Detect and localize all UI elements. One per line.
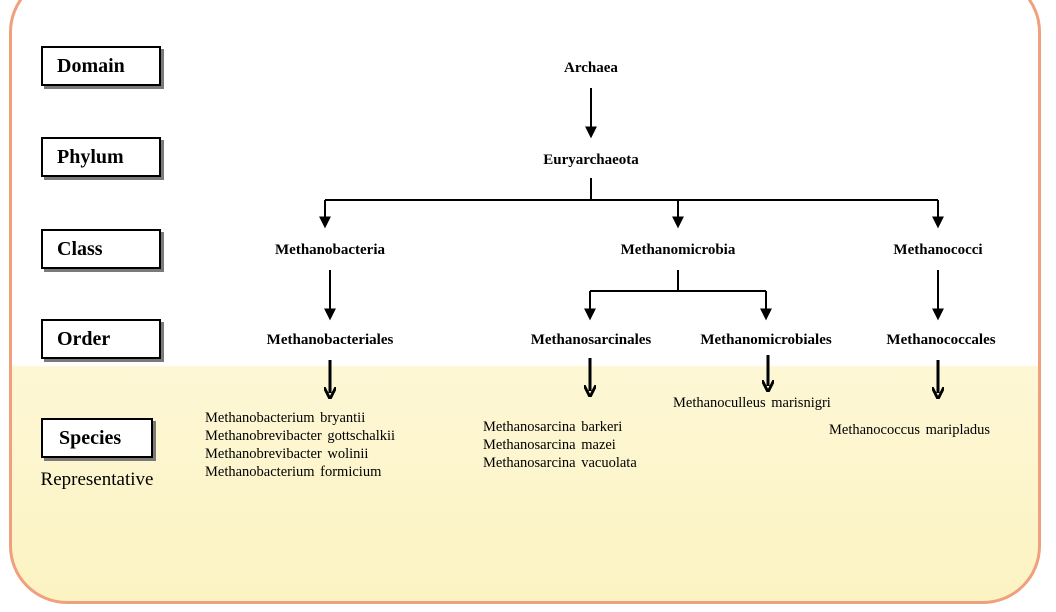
rank-class-box: Class xyxy=(41,229,161,269)
species-list-methanococcales: Methanococcus maripladus xyxy=(829,421,990,439)
rank-order-box: Order xyxy=(41,319,161,359)
species-item: Methanobrevibacter wolinii xyxy=(205,446,369,462)
species-item: Methanosarcina barkeri xyxy=(483,419,623,435)
taxon-class-methanobacteria: Methanobacteria xyxy=(275,242,385,258)
species-list-methanomicrobiales: Methanoculleus marisnigri xyxy=(673,394,831,412)
rank-species-box: Species xyxy=(41,418,153,458)
taxon-domain: Archaea xyxy=(564,60,618,76)
taxon-phylum: Euryarchaeota xyxy=(543,152,639,168)
species-list-methanosarcinales: Methanosarcina barkeri Methanosarcina ma… xyxy=(483,418,637,472)
species-item: Methanobacterium formicium xyxy=(205,464,382,480)
upper-panel xyxy=(37,0,1037,340)
species-item: Methanobrevibacter gottschalkii xyxy=(205,428,396,444)
rank-phylum-box: Phylum xyxy=(41,137,161,177)
species-item: Methanobacterium bryantii xyxy=(205,410,366,426)
species-item: Methanosarcina vacuolata xyxy=(483,455,637,471)
rank-species-sublabel: Representative xyxy=(40,469,154,490)
taxon-order-methanobacteriales: Methanobacteriales xyxy=(266,332,394,348)
taxon-class-methanomicrobia: Methanomicrobia xyxy=(620,242,736,258)
species-item: Methanosarcina mazei xyxy=(483,437,616,453)
species-list-methanobacteriales: Methanobacterium bryantii Methanobreviba… xyxy=(205,409,395,481)
species-item: Methanoculleus marisnigri xyxy=(673,395,831,411)
taxon-order-methanomicrobiales: Methanomicrobiales xyxy=(700,332,832,348)
diagram-frame xyxy=(9,0,1041,604)
taxon-class-methanococci: Methanococci xyxy=(893,242,983,258)
species-item: Methanococcus maripladus xyxy=(829,422,991,438)
taxon-order-methanococcales: Methanococcales xyxy=(886,332,996,348)
rank-domain-box: Domain xyxy=(41,46,161,86)
taxon-order-methanosarcinales: Methanosarcinales xyxy=(530,332,652,348)
